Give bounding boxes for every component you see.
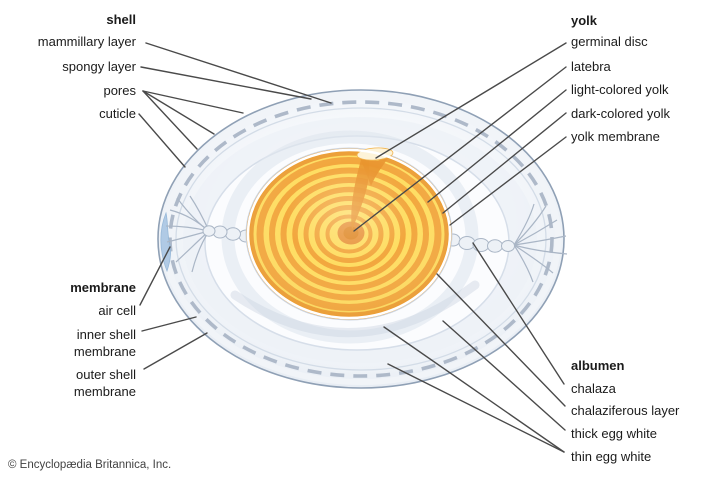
label-inner-shell-membrane: inner shell membrane [73, 327, 136, 359]
label-membrane-header: membrane [70, 280, 136, 295]
label-shell-header: shell [106, 12, 136, 27]
label-yolk-header: yolk [571, 13, 598, 28]
label-latebra: latebra [571, 59, 611, 74]
leader-line-thick-egg-white [442, 320, 566, 431]
label-pores: pores [103, 83, 136, 98]
leader-line-air-cell [139, 246, 171, 306]
label-chalaza: chalaza [571, 381, 616, 396]
chalaza-right [445, 203, 568, 283]
leader-line-thin-egg-white-2 [387, 363, 565, 453]
leader-lines [138, 42, 567, 453]
leader-line-chalaziferous-layer [436, 273, 566, 407]
egg-yolk [245, 147, 453, 321]
label-albumen-header: albumen [571, 358, 625, 373]
leader-line-pores-3 [142, 90, 198, 150]
label-yolk-membrane: yolk membrane [571, 129, 660, 144]
leader-line-outer-shell-membrane [143, 332, 208, 370]
leader-line-dark-colored-yolk [442, 112, 567, 214]
leader-line-spongy-layer [140, 66, 312, 100]
leader-line-latebra [353, 66, 567, 232]
label-thick-egg-white: thick egg white [571, 426, 657, 441]
copyright-notice: © Encyclopædia Britannica, Inc. [8, 459, 172, 471]
leader-line-light-colored-yolk [427, 89, 567, 203]
label-cuticle: cuticle [99, 106, 136, 121]
leader-line-yolk-membrane [449, 136, 567, 226]
label-air-cell: air cell [98, 303, 136, 318]
leader-line-cuticle [138, 113, 186, 168]
label-dark-colored-yolk: dark-colored yolk [571, 106, 670, 121]
leader-line-chalaza [472, 242, 565, 385]
label-germinal-disc: germinal disc [571, 34, 648, 49]
leader-line-thin-egg-white-1 [383, 326, 565, 453]
label-spongy-layer: spongy layer [62, 59, 136, 74]
label-mammillary-layer: mammillary layer [37, 34, 136, 49]
label-chalaziferous-layer: chalaziferous layer [571, 403, 680, 418]
label-outer-shell-membrane: outer shell membrane [73, 367, 136, 399]
label-light-colored-yolk: light-colored yolk [571, 82, 669, 97]
leader-line-mammillary-layer [145, 42, 332, 104]
leader-line-pores-2 [142, 90, 215, 135]
label-thin-egg-white: thin egg white [571, 449, 652, 464]
leader-line-inner-shell-membrane [141, 316, 197, 332]
leader-line-germinal-disc [375, 42, 567, 159]
leader-line-pores-1 [142, 90, 244, 114]
